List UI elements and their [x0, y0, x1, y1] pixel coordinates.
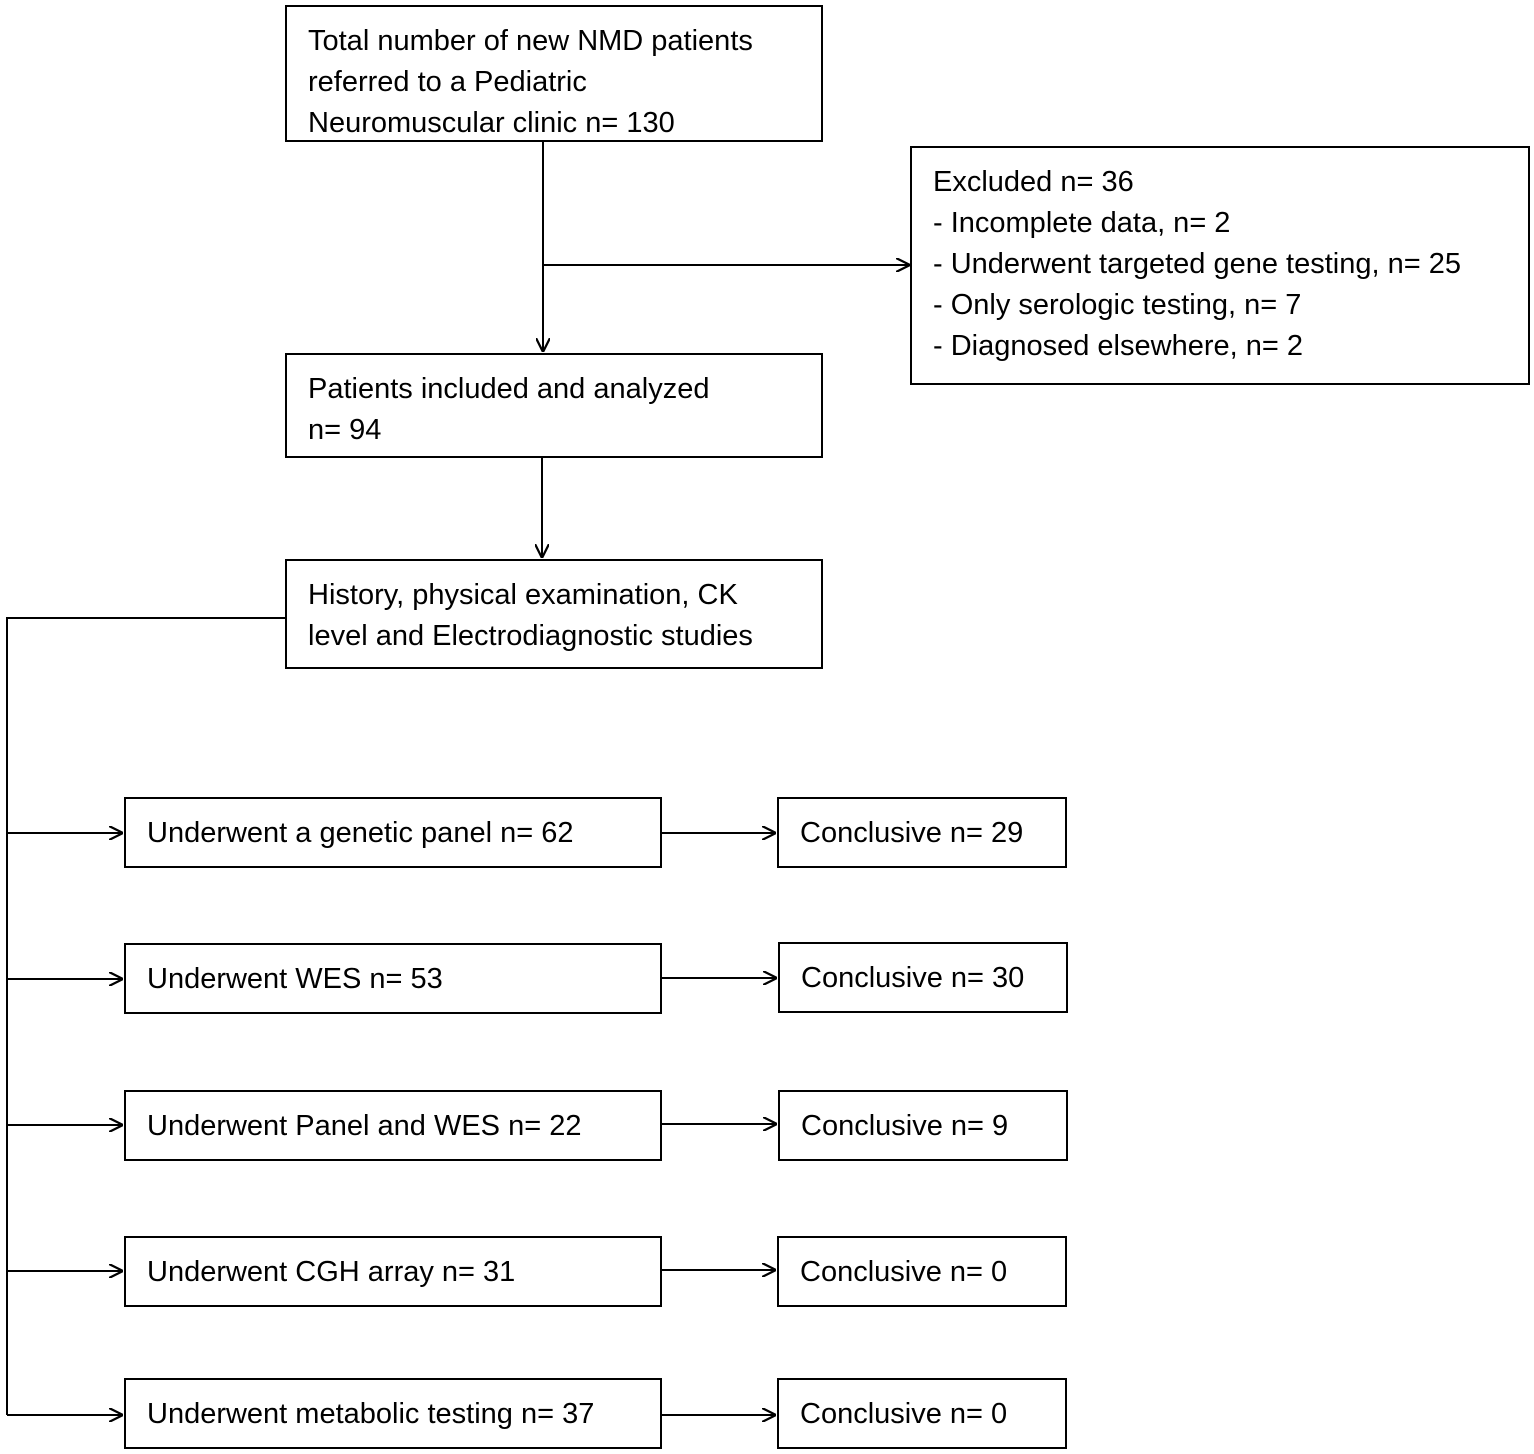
test-label: Underwent a genetic panel n= 62: [147, 817, 574, 849]
referred-patients-box: Total number of new NMD patients referre…: [285, 5, 823, 142]
excluded-reason: - Diagnosed elsewhere, n= 2: [933, 330, 1303, 362]
referred-line: Neuromuscular clinic n= 130: [308, 107, 675, 139]
test-label: Underwent metabolic testing n= 37: [147, 1398, 595, 1430]
test-box-panel-and-wes: Underwent Panel and WES n= 22: [124, 1090, 662, 1161]
excluded-title: Excluded n= 36: [933, 166, 1134, 198]
test-box-cgh-array: Underwent CGH array n= 31: [124, 1236, 662, 1307]
included-line: Patients included and analyzed: [308, 373, 710, 405]
result-label: Conclusive n= 0: [800, 1398, 1008, 1430]
excluded-box: Excluded n= 36 - Incomplete data, n= 2 -…: [910, 146, 1530, 385]
test-label: Underwent WES n= 53: [147, 963, 443, 995]
excluded-reason: - Only serologic testing, n= 7: [933, 289, 1302, 321]
result-label: Conclusive n= 29: [800, 817, 1024, 849]
test-label: Underwent CGH array n= 31: [147, 1256, 516, 1288]
result-label: Conclusive n= 0: [800, 1256, 1008, 1288]
test-box-metabolic: Underwent metabolic testing n= 37: [124, 1378, 662, 1449]
result-label: Conclusive n= 9: [801, 1110, 1009, 1142]
workup-branch-trunk: [6, 617, 285, 1415]
result-box-cgh-array: Conclusive n= 0: [777, 1236, 1067, 1307]
workup-line: level and Electrodiagnostic studies: [308, 620, 753, 652]
workup-line: History, physical examination, CK: [308, 579, 738, 611]
test-box-wes: Underwent WES n= 53: [124, 943, 662, 1014]
result-box-genetic-panel: Conclusive n= 29: [777, 797, 1067, 868]
result-label: Conclusive n= 30: [801, 962, 1025, 994]
result-box-wes: Conclusive n= 30: [778, 942, 1068, 1013]
included-line: n= 94: [308, 414, 382, 446]
test-label: Underwent Panel and WES n= 22: [147, 1110, 582, 1142]
result-box-panel-and-wes: Conclusive n= 9: [778, 1090, 1068, 1161]
result-box-metabolic: Conclusive n= 0: [777, 1378, 1067, 1449]
included-box: Patients included and analyzed n= 94: [285, 353, 823, 458]
workup-box: History, physical examination, CK level …: [285, 559, 823, 669]
excluded-reason: - Underwent targeted gene testing, n= 25: [933, 248, 1461, 280]
referred-line: referred to a Pediatric: [308, 66, 587, 98]
test-box-genetic-panel: Underwent a genetic panel n= 62: [124, 797, 662, 868]
referred-line: Total number of new NMD patients: [308, 25, 753, 57]
excluded-reason: - Incomplete data, n= 2: [933, 207, 1231, 239]
